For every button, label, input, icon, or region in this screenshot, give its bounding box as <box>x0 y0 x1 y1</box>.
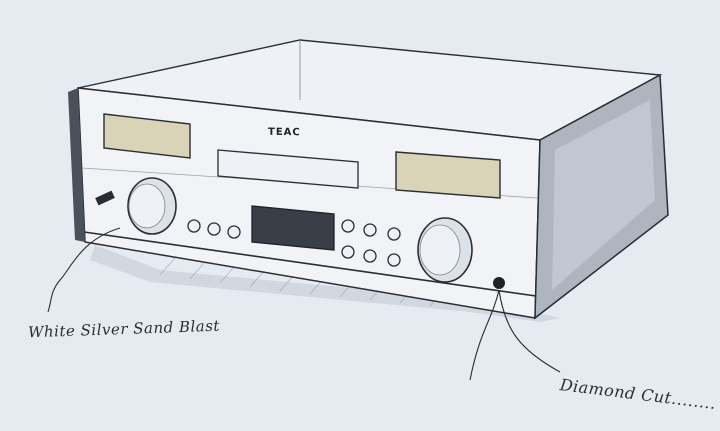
disc-slot <box>217 149 359 189</box>
left-edge-shade <box>68 88 85 242</box>
left-knob-face <box>128 183 166 229</box>
leader-line-left <box>47 227 121 313</box>
side-highlight <box>552 100 655 290</box>
left-meter <box>103 113 191 159</box>
right-meter <box>395 151 501 199</box>
button-grid-right <box>341 219 401 267</box>
leader-line-right <box>469 289 561 381</box>
selector-lever <box>95 190 115 206</box>
display-window <box>251 205 335 251</box>
button-row-left <box>187 219 241 239</box>
brand-logo: TEAC <box>268 126 301 139</box>
headphone-jack <box>493 277 505 289</box>
right-knob-face <box>419 224 461 276</box>
front-line-2 <box>83 231 537 297</box>
